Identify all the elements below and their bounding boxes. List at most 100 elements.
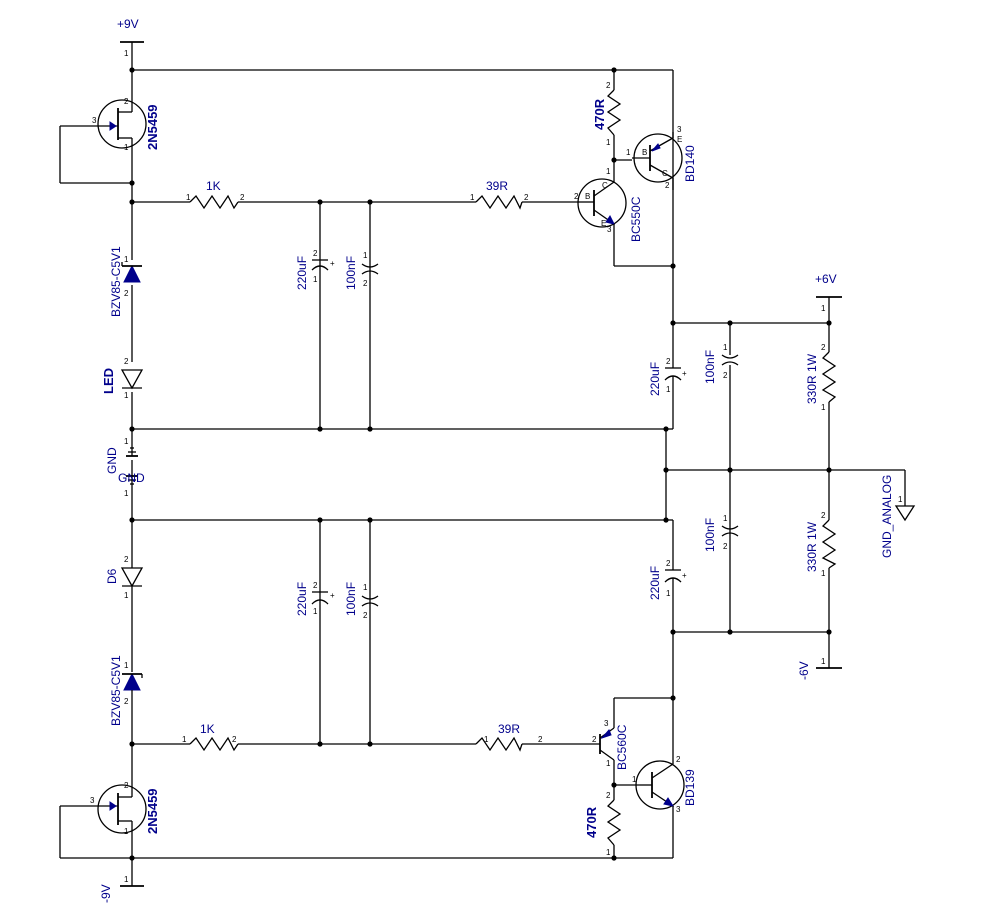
rail-pos6-label: +6V bbox=[815, 272, 837, 286]
top-resistor-1k: 1 2 1K bbox=[186, 179, 245, 210]
junction-dot bbox=[826, 467, 832, 473]
junction-dot bbox=[663, 517, 669, 523]
bottom-wiring bbox=[59, 460, 830, 859]
top-jfet-2n5459: 2 3 1 2N5459 bbox=[92, 96, 160, 152]
bottom-jfet-2n5459: 2 3 1 2N5459 bbox=[90, 781, 160, 836]
bottom-c1-label: 220uF bbox=[295, 582, 309, 616]
junction-dot bbox=[129, 741, 135, 747]
top-r1-label: 1K bbox=[206, 179, 221, 193]
bottom-c2-label: 100nF bbox=[344, 582, 358, 616]
pin-label: 1 bbox=[124, 143, 129, 152]
top-wiring bbox=[59, 69, 906, 632]
gnd-analog-symbol: 1 GND_ANALOG bbox=[880, 475, 916, 558]
out-r1-label: 330R 1W bbox=[805, 353, 819, 404]
pin-label: 1 bbox=[821, 304, 826, 313]
cap-plus-mark: + bbox=[682, 571, 687, 580]
cap-plus-mark: + bbox=[682, 369, 687, 378]
pin-label: 1 bbox=[898, 495, 903, 504]
pin-label: 1 bbox=[606, 167, 611, 176]
bottom-r1-label: 1K bbox=[200, 722, 215, 736]
pin-label: 2 bbox=[124, 697, 129, 706]
pin-label: 2 bbox=[821, 511, 826, 520]
junction-dot bbox=[663, 426, 669, 432]
rail-neg6: -6V 1 bbox=[797, 632, 842, 680]
junction-dot bbox=[129, 426, 135, 432]
bottom-resistor-39r: 1 2 39R bbox=[475, 722, 543, 752]
top-q2-label: BD140 bbox=[683, 145, 697, 182]
pin-label: E bbox=[677, 135, 682, 144]
gnd-symbol-bottom: GND 1 bbox=[118, 471, 145, 498]
pin-label: 2 bbox=[524, 193, 529, 202]
top-resistor-39r: 1 2 39R bbox=[470, 179, 529, 210]
junction-dot bbox=[670, 629, 676, 635]
pin-label: B bbox=[642, 148, 647, 157]
bottom-diode-d6: 2 1 D6 bbox=[105, 555, 144, 600]
cap-plus-mark: + bbox=[330, 591, 335, 600]
pin-label: 1 bbox=[313, 607, 318, 616]
pin-label: 1 bbox=[666, 589, 671, 598]
out-resistor-330r-bottom: 2 1 330R 1W bbox=[805, 511, 837, 578]
junction-dot bbox=[611, 67, 617, 73]
gnd-symbol-top: GND 1 bbox=[105, 437, 138, 474]
top-led: 2 1 LED bbox=[101, 357, 144, 400]
pin-label: 2 bbox=[363, 611, 368, 620]
bottom-zener-label: BZV85-C5V1 bbox=[109, 655, 123, 726]
bottom-transistor-bd139: 1 2 3 BD139 bbox=[632, 698, 697, 814]
pin-label: 2 bbox=[606, 791, 611, 800]
pin-label: 1 bbox=[666, 385, 671, 394]
junction-dot bbox=[317, 741, 323, 747]
bottom-d6-label: D6 bbox=[105, 568, 119, 584]
pin-label: 1 bbox=[124, 661, 129, 670]
pin-label: 2 bbox=[723, 371, 728, 380]
pin-label: 1 bbox=[626, 148, 631, 157]
pin-label: 1 bbox=[821, 403, 826, 412]
top-cap-100nf: 1 2 100nF bbox=[344, 251, 379, 290]
top-zener: 1 2 BZV85-C5V1 bbox=[109, 246, 142, 317]
pin-label: 2 bbox=[723, 542, 728, 551]
junction-dot bbox=[727, 467, 733, 473]
junction-dot bbox=[611, 855, 617, 861]
junction-dot bbox=[611, 157, 617, 163]
out-cap-220uf-bottom: + 2 1 220uF bbox=[648, 559, 687, 600]
bottom-resistor-1k: 1 2 1K bbox=[182, 722, 239, 752]
pin-label: 2 bbox=[313, 581, 318, 590]
pin-label: 2 bbox=[538, 735, 543, 744]
rail-neg6-label: -6V bbox=[797, 661, 811, 680]
pin-label: 2 bbox=[592, 735, 597, 744]
pin-label: 2 bbox=[666, 559, 671, 568]
junction-dot bbox=[129, 517, 135, 523]
junction-dot bbox=[670, 263, 676, 269]
pin-label: 2 bbox=[240, 193, 245, 202]
pin-label: 1 bbox=[606, 848, 611, 857]
pin-label: 3 bbox=[90, 796, 95, 805]
junction-dot bbox=[670, 320, 676, 326]
pin-label: C bbox=[662, 169, 668, 178]
pin-label: 3 bbox=[677, 125, 682, 134]
junction-dot bbox=[367, 741, 373, 747]
gnd-analog-label: GND_ANALOG bbox=[880, 475, 894, 558]
rail-neg9: -9V 1 bbox=[99, 858, 144, 903]
pin-label: 3 bbox=[676, 805, 681, 814]
rail-pos9-label: +9V bbox=[117, 17, 139, 31]
top-q1-label: BC550C bbox=[629, 196, 643, 242]
out-cap-220uf-top: + 2 1 220uF bbox=[648, 357, 687, 396]
pin-label: 1 bbox=[124, 437, 129, 446]
gnd-label-bottom: GND bbox=[118, 471, 145, 485]
pin-label: 1 bbox=[821, 657, 826, 666]
pin-label: 3 bbox=[604, 719, 609, 728]
bottom-transistor-bc560c: 2 3 1 BC560C bbox=[592, 719, 629, 770]
bottom-q2-label: BD139 bbox=[683, 769, 697, 806]
junction-dot bbox=[129, 67, 135, 73]
pin-label: 2 bbox=[574, 192, 579, 201]
out-c1-label: 220uF bbox=[648, 362, 662, 396]
junction-dot bbox=[317, 199, 323, 205]
pin-label: E bbox=[601, 219, 606, 228]
top-c2-label: 100nF bbox=[344, 256, 358, 290]
top-resistor-470r: 2 1 470R bbox=[592, 81, 622, 147]
top-jfet-label: 2N5459 bbox=[145, 104, 160, 150]
junction-dots bbox=[129, 67, 832, 861]
pin-label: 1 bbox=[606, 759, 611, 768]
pin-label: 1 bbox=[484, 735, 489, 744]
out-c3-label: 220uF bbox=[648, 566, 662, 600]
